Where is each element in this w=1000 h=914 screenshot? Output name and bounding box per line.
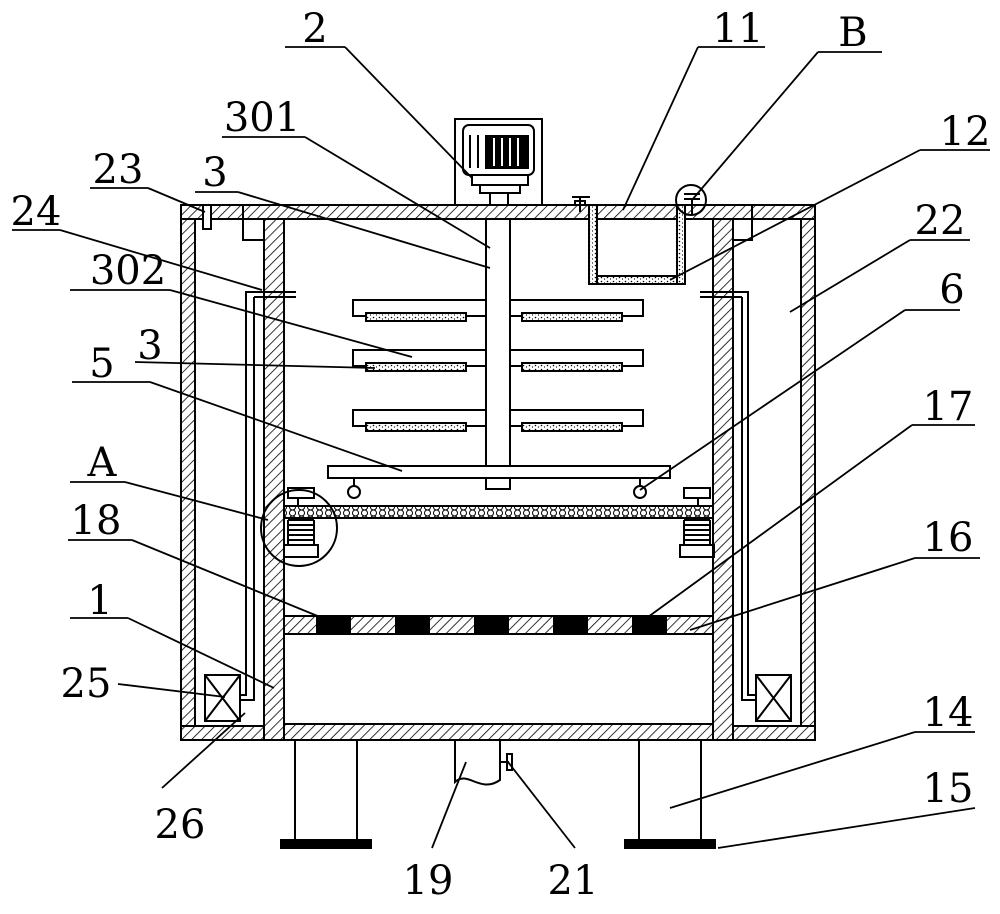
callout-6: 6 bbox=[939, 267, 964, 313]
feed-hopper bbox=[572, 184, 707, 285]
callout-301: 301 bbox=[224, 95, 300, 141]
callout-3-top: 3 bbox=[202, 150, 227, 196]
outer-shell bbox=[180, 204, 816, 741]
detail-circle-B bbox=[675, 184, 707, 216]
blade-row-2 bbox=[352, 349, 644, 372]
brush-left bbox=[347, 478, 361, 499]
callout-12: 12 bbox=[940, 109, 991, 155]
filter-plate bbox=[283, 615, 714, 635]
callout-26: 26 bbox=[155, 802, 206, 848]
spring-left bbox=[283, 487, 319, 558]
sieve-plate bbox=[260, 487, 715, 567]
motor bbox=[454, 118, 543, 206]
callout-25: 25 bbox=[61, 661, 112, 707]
stirring-assembly bbox=[327, 218, 671, 499]
leader-lines bbox=[12, 46, 990, 849]
callout-17: 17 bbox=[923, 384, 974, 430]
callout-15: 15 bbox=[923, 766, 974, 812]
callout-302: 302 bbox=[90, 248, 166, 294]
callout-19: 19 bbox=[403, 858, 454, 904]
callout-16: 16 bbox=[923, 515, 974, 561]
callout-24: 24 bbox=[11, 189, 62, 235]
support-legs bbox=[280, 739, 716, 849]
inner-tank bbox=[242, 204, 753, 741]
scraper-bar bbox=[327, 465, 671, 479]
spring-right bbox=[679, 487, 715, 558]
blade-row-1 bbox=[352, 299, 644, 322]
callout-11: 11 bbox=[713, 6, 764, 52]
callout-1: 1 bbox=[87, 578, 112, 624]
callout-A: A bbox=[87, 440, 118, 486]
vent bbox=[202, 204, 212, 230]
blade-row-3 bbox=[352, 409, 644, 432]
callout-labels: 2 11 B 301 12 23 3 24 22 302 6 3 5 17 A … bbox=[11, 6, 991, 904]
brush-right bbox=[633, 478, 647, 499]
callout-21: 21 bbox=[548, 858, 599, 904]
callout-2: 2 bbox=[302, 6, 327, 52]
callout-5: 5 bbox=[89, 341, 114, 387]
detail-circle-A bbox=[260, 489, 338, 567]
callout-3-mid: 3 bbox=[137, 323, 162, 369]
callout-23: 23 bbox=[93, 147, 144, 193]
callout-18: 18 bbox=[71, 498, 122, 544]
circulation-pipe bbox=[204, 291, 792, 722]
callout-14: 14 bbox=[923, 690, 974, 736]
callout-22: 22 bbox=[915, 198, 966, 244]
callout-B: B bbox=[838, 10, 867, 56]
discharge-pipe bbox=[454, 740, 513, 786]
